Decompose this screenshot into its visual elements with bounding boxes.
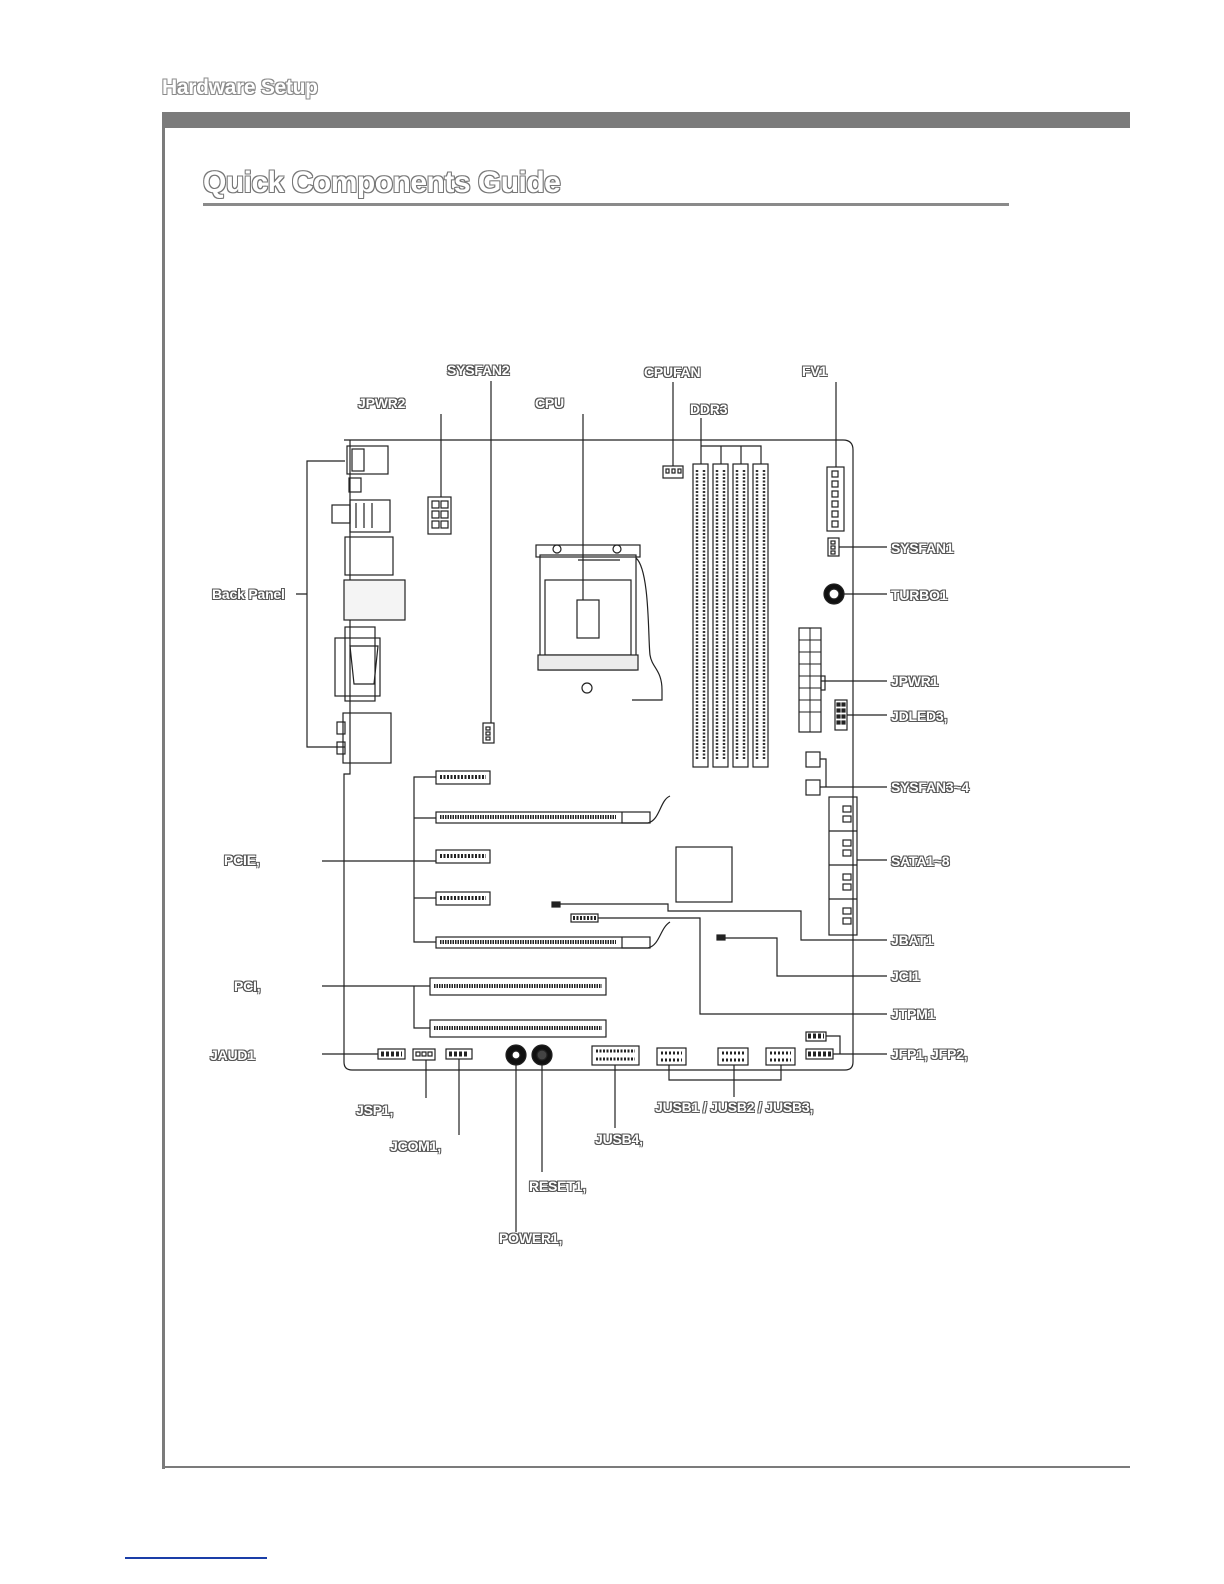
- turbo1-button: [824, 584, 844, 604]
- footer-link-underline: [125, 1557, 267, 1559]
- label-reset1: RESET1,: [529, 1178, 586, 1194]
- label-jaud1: JAUD1: [210, 1047, 255, 1063]
- label-jci1: JCI1: [891, 968, 920, 984]
- label-pci: PCI,: [234, 978, 260, 994]
- label-pcie: PCIE,: [224, 852, 260, 868]
- label-jusb123: JUSB1 / JUSB2 / JUSB3,: [655, 1099, 813, 1115]
- label-ddr3: DDR3: [690, 401, 727, 417]
- label-sysfan1: SYSFAN1: [891, 540, 953, 556]
- label-jpwr2: JPWR2: [358, 395, 405, 411]
- label-jsp1: JSP1,: [356, 1102, 393, 1118]
- label-cpu: CPU: [535, 395, 564, 411]
- label-cpufan: CPUFAN: [644, 364, 700, 380]
- label-sysfan2: SYSFAN2: [447, 362, 509, 378]
- label-fv1: FV1: [802, 363, 827, 379]
- label-jusb4: JUSB4,: [595, 1131, 643, 1147]
- label-jbat1: JBAT1: [891, 932, 933, 948]
- label-jpwr1: JPWR1: [891, 673, 938, 689]
- label-sata: SATA1~8: [891, 853, 949, 869]
- jdled3-header: [835, 700, 847, 730]
- reset1-button: [532, 1045, 552, 1065]
- label-jcom1: JCOM1,: [390, 1138, 441, 1154]
- label-back-panel: Back Panel: [212, 586, 285, 602]
- label-jtpm1: JTPM1: [891, 1006, 935, 1022]
- label-jdled3: JDLED3,: [891, 708, 947, 724]
- jpwr2-connector: [428, 497, 451, 534]
- power1-button: [506, 1045, 526, 1065]
- label-power1: POWER1,: [499, 1230, 562, 1246]
- label-jfp: JFP1, JFP2,: [891, 1046, 967, 1062]
- jci1-header: [717, 935, 725, 940]
- label-turbo1: TURBO1: [891, 587, 947, 603]
- label-sysfan34: SYSFAN3~4: [891, 779, 969, 795]
